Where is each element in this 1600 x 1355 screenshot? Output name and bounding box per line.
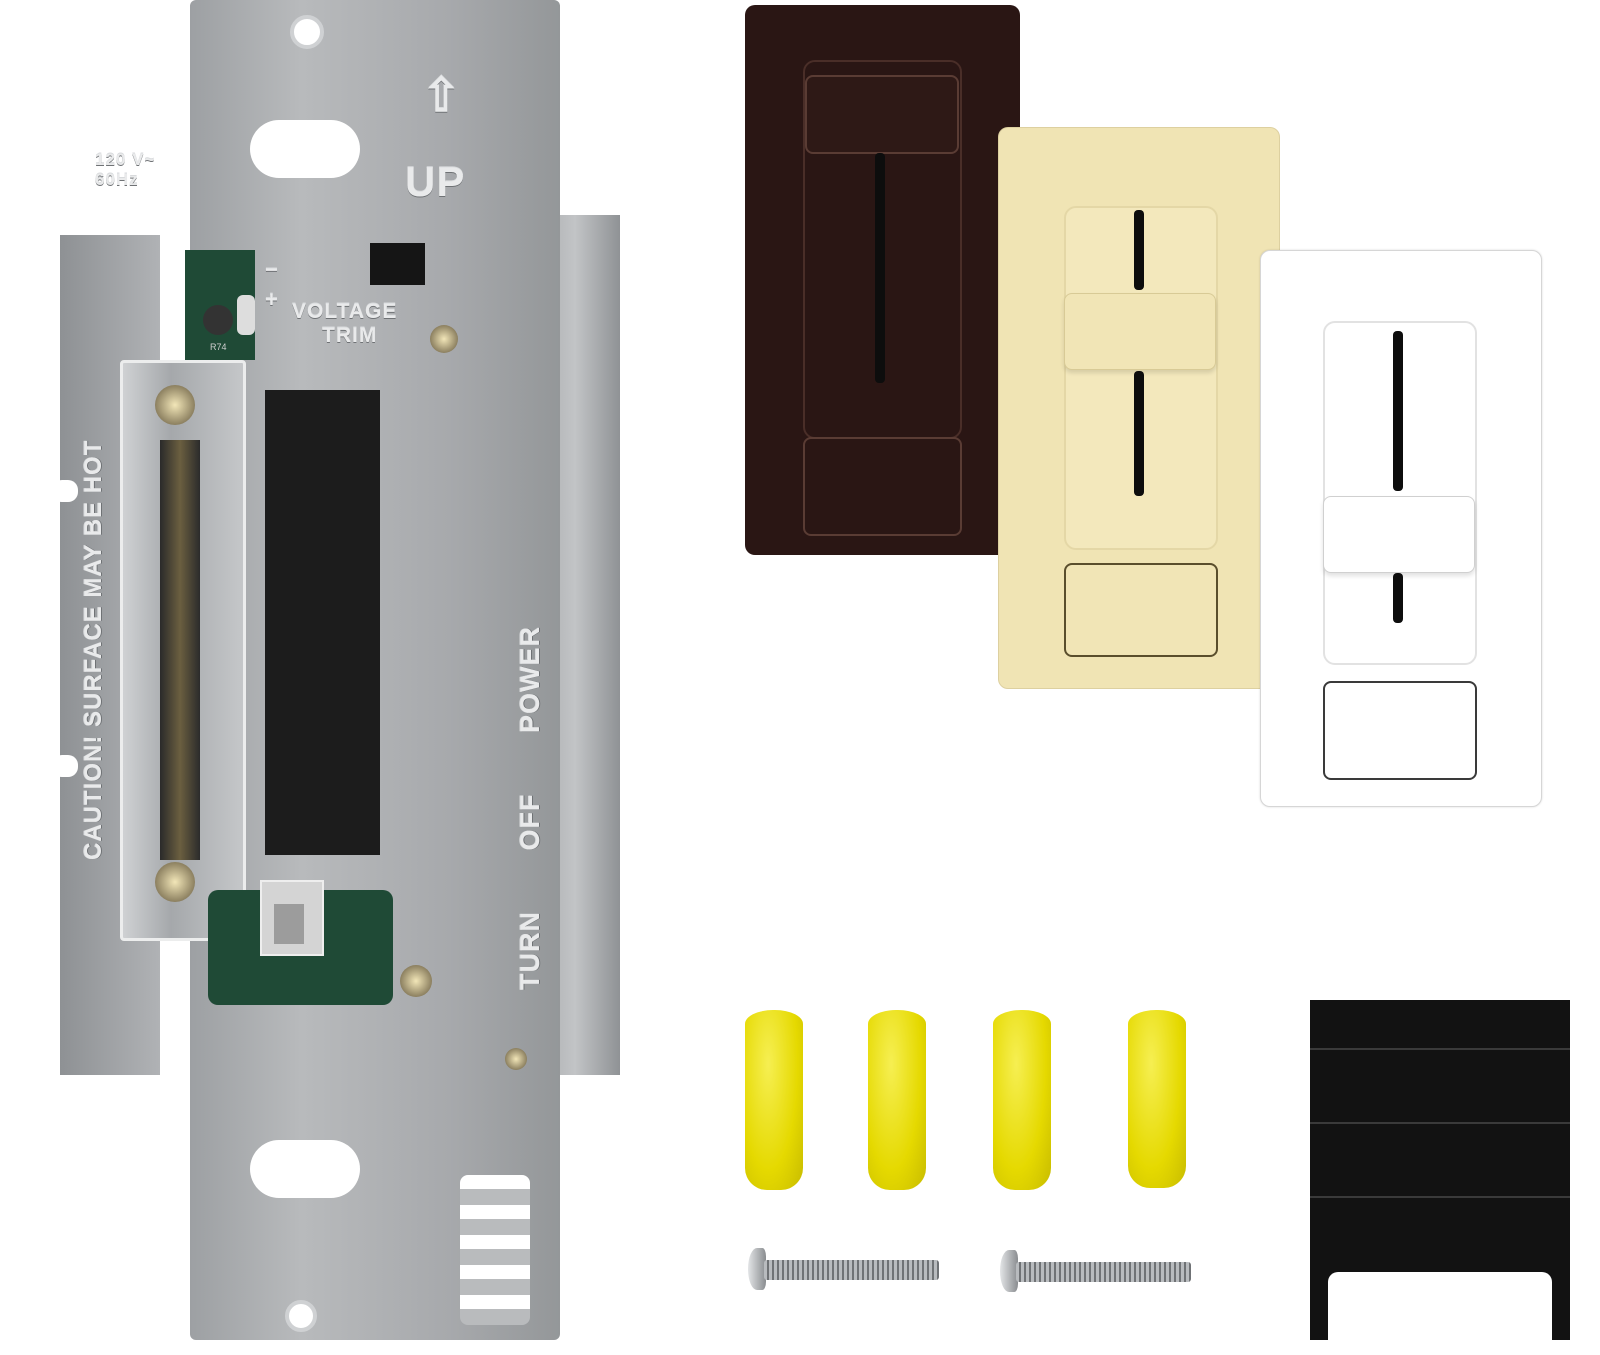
dimmer-strap: 120 V~ 60Hz ⇧ UP − + VOLTAGE TRIM R74 CA… — [52, 0, 620, 1340]
plate-rivet — [505, 1048, 527, 1070]
slider-groove-upper — [1393, 331, 1403, 491]
power-button[interactable] — [1064, 563, 1218, 657]
wire-nut — [868, 1010, 926, 1190]
screw-shaft — [1016, 1262, 1191, 1282]
slider-knob[interactable] — [1064, 293, 1216, 370]
up-arrow-icon: ⇧ — [422, 69, 462, 121]
wire-nut — [1128, 1010, 1186, 1188]
power-button[interactable] — [803, 437, 962, 536]
slider-groove — [875, 153, 885, 383]
top-mounting-slot — [250, 120, 360, 178]
screw-shaft — [764, 1260, 939, 1280]
shield-fold — [1310, 1122, 1570, 1124]
faceplate-ivory[interactable] — [998, 127, 1280, 689]
rating-label: 120 V~ 60Hz — [95, 150, 156, 189]
slider-groove-lower — [1393, 573, 1403, 623]
component-ref-label: R74 — [210, 342, 227, 352]
screw-head — [1000, 1250, 1018, 1292]
mounting-screw — [748, 1248, 948, 1292]
faceplate-white[interactable] — [1260, 250, 1542, 807]
fin-notch — [52, 755, 78, 777]
rail-screw-bottom — [155, 862, 195, 902]
led-indicator — [237, 295, 255, 335]
fin-notch — [52, 480, 78, 502]
shield-fold — [1310, 1196, 1570, 1198]
slider-knob[interactable] — [805, 75, 959, 154]
plate-screw — [430, 325, 458, 353]
shield-fold — [1310, 1048, 1570, 1050]
trim-pot-window: R74 — [185, 250, 255, 360]
power-button[interactable] — [1323, 681, 1477, 780]
sensor-window — [370, 243, 425, 285]
power-warning-label: TURN OFF POWER — [515, 625, 545, 990]
wire-nut — [993, 1010, 1051, 1190]
slider-knob[interactable] — [1323, 496, 1475, 573]
slider-groove-upper — [1134, 210, 1144, 290]
mounting-screw — [1000, 1250, 1200, 1294]
top-screw-hole — [290, 15, 324, 49]
slider-track[interactable] — [160, 440, 200, 860]
heat-shield — [1310, 1000, 1570, 1342]
slider-actuator-window — [265, 390, 380, 855]
voltage-trim-label: VOLTAGE TRIM — [292, 300, 398, 347]
bottom-screw-hole — [285, 1300, 317, 1332]
breakaway-tabs — [460, 1175, 530, 1325]
shield-cutout — [1328, 1272, 1552, 1342]
caution-label: CAUTION! SURFACE MAY BE HOT — [80, 439, 107, 860]
power-tactile-switch[interactable] — [260, 880, 324, 956]
up-label: UP — [405, 158, 466, 205]
rail-screw-top — [155, 385, 195, 425]
wire-nut — [745, 1010, 803, 1190]
bottom-mounting-slot — [250, 1140, 360, 1198]
screw-head — [748, 1248, 766, 1290]
slider-recess — [1323, 321, 1477, 665]
slider-groove-lower — [1134, 371, 1144, 496]
trim-potentiometer[interactable] — [203, 305, 233, 335]
voltage-trim-icon: − + — [265, 257, 279, 312]
ground-screw — [400, 965, 432, 997]
switch-plunger[interactable] — [274, 904, 304, 944]
faceplate-brown[interactable] — [745, 5, 1020, 555]
